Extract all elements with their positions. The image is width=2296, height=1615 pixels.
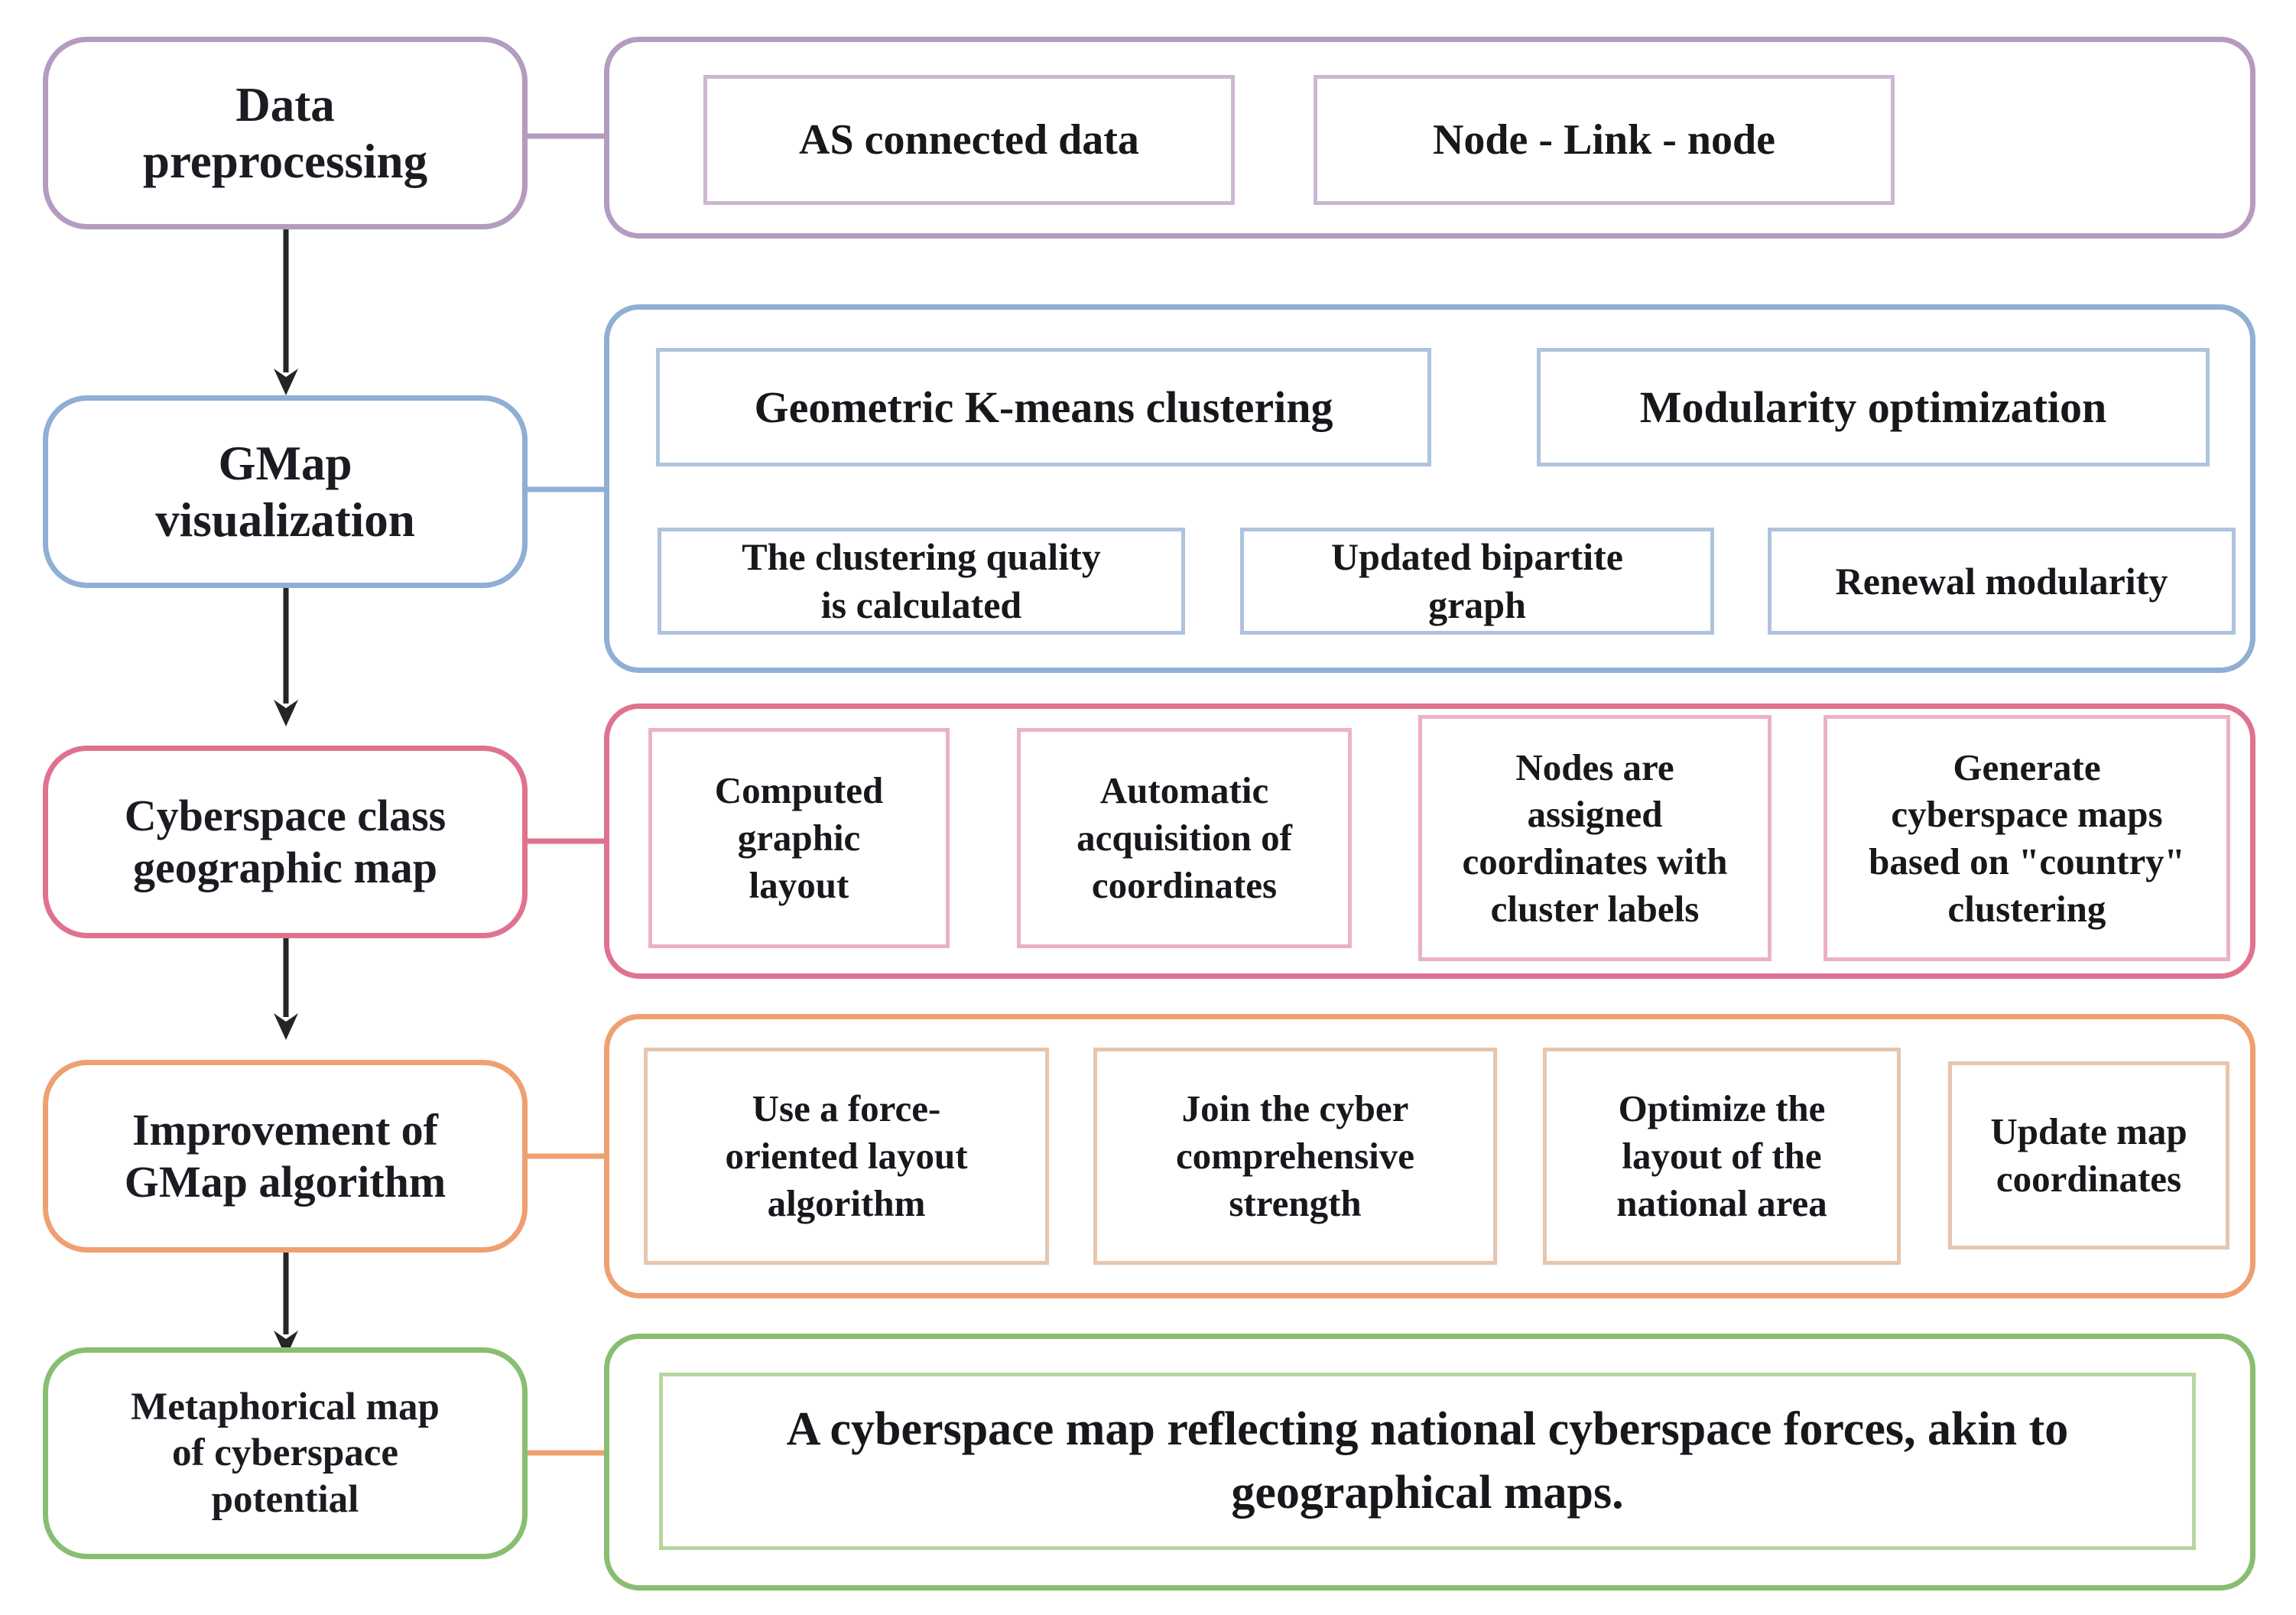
step-optimize-national-layout[interactable]: Optimize the layout of the national area xyxy=(1543,1048,1901,1265)
step-label: Nodes are assigned coordinates with clus… xyxy=(1462,746,1728,930)
step-node-link-node[interactable]: Node - Link - node xyxy=(1314,75,1895,205)
step-label: Geometric K-means clustering xyxy=(754,382,1333,432)
stage-panel-connectors xyxy=(528,133,608,1456)
step-generate-cyberspace-maps[interactable]: Generate cyberspace maps based on "count… xyxy=(1823,715,2230,961)
step-label: Update map coordinates xyxy=(1990,1110,2187,1200)
step-force-oriented-layout[interactable]: Use a force- oriented layout algorithm xyxy=(644,1048,1049,1265)
step-modularity-optimization[interactable]: Modularity optimization xyxy=(1537,348,2210,466)
stage-label: Data preprocessing xyxy=(142,77,428,188)
stage-box-cyberspace-class-map[interactable]: Cyberspace class geographic map xyxy=(43,746,528,938)
step-label: AS connected data xyxy=(799,115,1139,164)
step-label: Generate cyberspace maps based on "count… xyxy=(1869,746,2185,930)
step-label: Optimize the layout of the national area xyxy=(1616,1087,1827,1224)
step-automatic-acquisition[interactable]: Automatic acquisition of coordinates xyxy=(1017,728,1352,948)
stage-box-gmap-visualization[interactable]: GMap visualization xyxy=(43,395,528,588)
step-label: Automatic acquisition of coordinates xyxy=(1077,769,1292,906)
step-label: Computed graphic layout xyxy=(714,769,884,906)
step-label: Use a force- oriented layout algorithm xyxy=(725,1087,968,1224)
stage-label: Cyberspace class geographic map xyxy=(124,790,447,892)
stage-box-metaphorical-map[interactable]: Metaphorical map of cyberspace potential xyxy=(43,1347,528,1559)
stage-label: GMap visualization xyxy=(155,436,415,547)
step-final-result[interactable]: A cyberspace map reflecting national cyb… xyxy=(659,1373,2196,1550)
step-label: Join the cyber comprehensive strength xyxy=(1175,1087,1415,1224)
step-geometric-kmeans[interactable]: Geometric K-means clustering xyxy=(656,348,1431,466)
stage-box-improvement-gmap[interactable]: Improvement of GMap algorithm xyxy=(43,1060,528,1253)
step-computed-graphic-layout[interactable]: Computed graphic layout xyxy=(648,728,950,948)
step-clustering-quality[interactable]: The clustering quality is calculated xyxy=(658,528,1185,635)
step-nodes-assigned-coordinates[interactable]: Nodes are assigned coordinates with clus… xyxy=(1418,715,1772,961)
step-label: Renewal modularity xyxy=(1835,559,2168,603)
step-renewal-modularity[interactable]: Renewal modularity xyxy=(1768,528,2236,635)
step-label: The clustering quality is calculated xyxy=(742,535,1101,626)
step-label: Modularity optimization xyxy=(1639,382,2107,432)
stage-label: Metaphorical map of cyberspace potential xyxy=(131,1386,440,1521)
stage-label: Improvement of GMap algorithm xyxy=(124,1104,447,1207)
step-as-connected-data[interactable]: AS connected data xyxy=(703,75,1235,205)
step-updated-bipartite-graph[interactable]: Updated bipartite graph xyxy=(1240,528,1714,635)
step-update-map-coordinates[interactable]: Update map coordinates xyxy=(1948,1061,2229,1249)
step-join-cyber-strength[interactable]: Join the cyber comprehensive strength xyxy=(1093,1048,1497,1265)
step-label: A cyberspace map reflecting national cyb… xyxy=(786,1402,2069,1519)
step-label: Updated bipartite graph xyxy=(1331,535,1623,626)
stage-box-data-preprocessing[interactable]: Data preprocessing xyxy=(43,37,528,229)
step-label: Node - Link - node xyxy=(1432,115,1776,164)
